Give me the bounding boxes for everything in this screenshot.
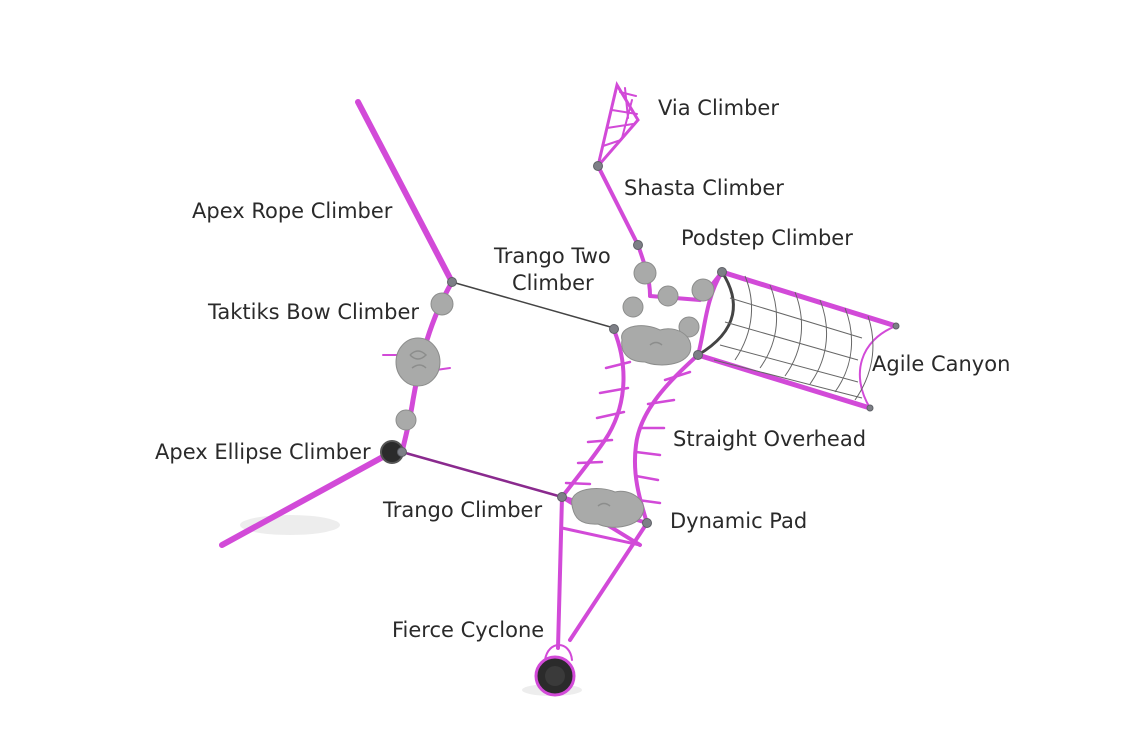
boulder (678, 316, 700, 338)
trango-two-cable (451, 281, 615, 329)
joint (557, 492, 567, 502)
joint (693, 350, 703, 360)
label-straight-overhead: Straight Overhead (673, 427, 866, 451)
joints (397, 161, 900, 528)
apex-rope-climber-pole (355, 99, 455, 285)
via-climber-rungs (602, 87, 638, 147)
boulder (633, 261, 657, 285)
label-via-climber: Via Climber (658, 96, 779, 120)
label-trango-two-line2: Climber (512, 271, 594, 295)
dynamic-pad (571, 487, 645, 528)
boulder (395, 409, 417, 431)
joint (892, 322, 900, 330)
fierce-cyclone-crossbar (560, 526, 642, 547)
label-agile-canyon: Agile Canyon (872, 352, 1010, 376)
label-shasta-climber: Shasta Climber (624, 176, 784, 200)
label-fierce-cyclone: Fierce Cyclone (392, 618, 544, 642)
agile-canyon-net (713, 275, 874, 401)
boulder-texture (409, 350, 428, 369)
agile-canyon-end-arc (858, 325, 897, 409)
joint (642, 518, 652, 528)
shasta-climber-tube (596, 164, 640, 247)
label-apex-ellipse-climber: Apex Ellipse Climber (155, 440, 371, 464)
taktiks-bow-boulder (395, 337, 441, 387)
joint (593, 161, 603, 171)
podstep-dark-rope (697, 271, 735, 357)
joint (866, 404, 874, 412)
boulders (395, 261, 715, 528)
net-strand (809, 299, 828, 385)
net-strand (713, 297, 863, 399)
net-strand (834, 307, 853, 393)
apex-ellipse-climber-pole (219, 449, 395, 548)
joint (609, 324, 619, 334)
labels: Via Climber Shasta Climber Podstep Climb… (155, 96, 1010, 642)
boulder (657, 285, 679, 307)
net-strand (784, 291, 803, 377)
net-strand (734, 275, 753, 361)
joint (717, 267, 727, 277)
via-climber-frame (596, 81, 640, 167)
label-trango-climber: Trango Climber (382, 498, 542, 522)
overhead-rungs (564, 360, 692, 505)
net-strand (759, 284, 778, 369)
ground-shadows (240, 515, 582, 696)
trango-climber-cable (400, 450, 564, 499)
label-trango-two-line1: Trango Two (493, 244, 611, 268)
rung-left (564, 360, 632, 486)
boulder (691, 278, 715, 302)
agile-canyon-top-rail (719, 269, 899, 329)
boulder (622, 296, 644, 318)
label-dynamic-pad: Dynamic Pad (670, 509, 807, 533)
label-apex-rope-climber: Apex Rope Climber (192, 199, 393, 223)
pad-texture (597, 341, 663, 507)
joint (397, 447, 407, 457)
fierce-cyclone-hoop (544, 644, 573, 661)
podstep-pad (621, 325, 692, 366)
rung-right (634, 370, 692, 505)
joint (633, 240, 643, 250)
label-taktiks-bow-climber: Taktiks Bow Climber (207, 300, 419, 324)
fierce-cyclone-hub (545, 666, 565, 686)
joint (447, 277, 457, 287)
boulder (430, 292, 454, 316)
label-podstep-climber: Podstep Climber (681, 226, 853, 250)
agile-canyon-bottom-rail (695, 352, 873, 411)
net-strand (854, 315, 874, 401)
